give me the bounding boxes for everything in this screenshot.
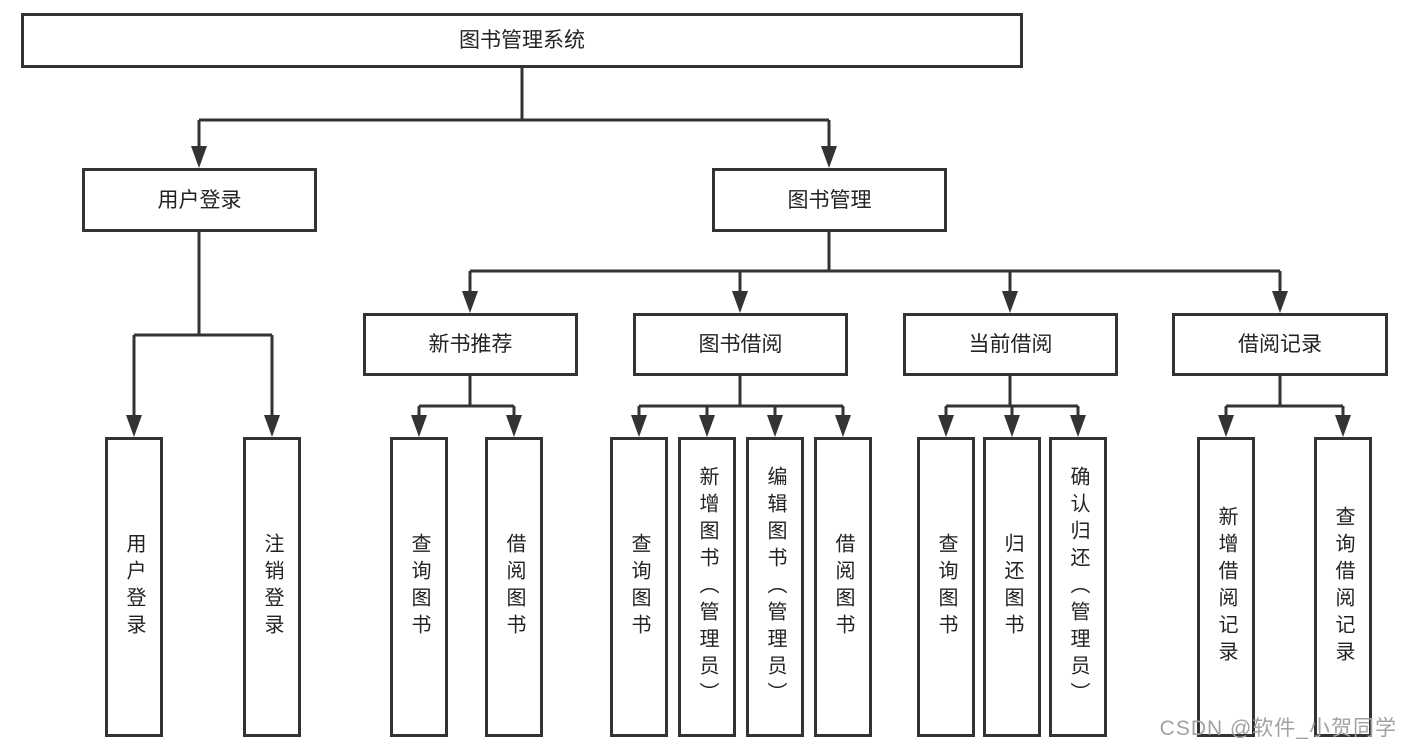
leaf-query-books-recommend: 查询图书 xyxy=(390,437,448,737)
leaf-logout: 注销登录 xyxy=(243,437,301,737)
leaf-query-borrow-record: 查询借阅记录 xyxy=(1314,437,1372,737)
node-root-system: 图书管理系统 xyxy=(21,13,1023,68)
node-book-management-branch: 图书管理 xyxy=(712,168,947,232)
node-book-borrow: 图书借阅 xyxy=(633,313,848,376)
leaf-edit-books-admin: 编辑图书（管理员） xyxy=(746,437,804,737)
leaf-borrow-books-recommend: 借阅图书 xyxy=(485,437,543,737)
leaf-query-books-borrow: 查询图书 xyxy=(610,437,668,737)
leaf-user-login: 用户登录 xyxy=(105,437,163,737)
csdn-watermark: CSDN @软件_小贺同学 xyxy=(1159,717,1397,740)
node-user-login-branch: 用户登录 xyxy=(82,168,317,232)
leaf-add-borrow-record: 新增借阅记录 xyxy=(1197,437,1255,737)
leaf-add-books-admin: 新增图书（管理员） xyxy=(678,437,736,737)
node-current-borrow: 当前借阅 xyxy=(903,313,1118,376)
node-borrow-records: 借阅记录 xyxy=(1172,313,1388,376)
leaf-query-books-current: 查询图书 xyxy=(917,437,975,737)
arrowhead-icons xyxy=(126,146,1351,437)
leaf-return-books: 归还图书 xyxy=(983,437,1041,737)
leaf-confirm-return-admin: 确认归还（管理员） xyxy=(1049,437,1107,737)
leaf-borrow-books: 借阅图书 xyxy=(814,437,872,737)
node-new-book-recommend: 新书推荐 xyxy=(363,313,578,376)
